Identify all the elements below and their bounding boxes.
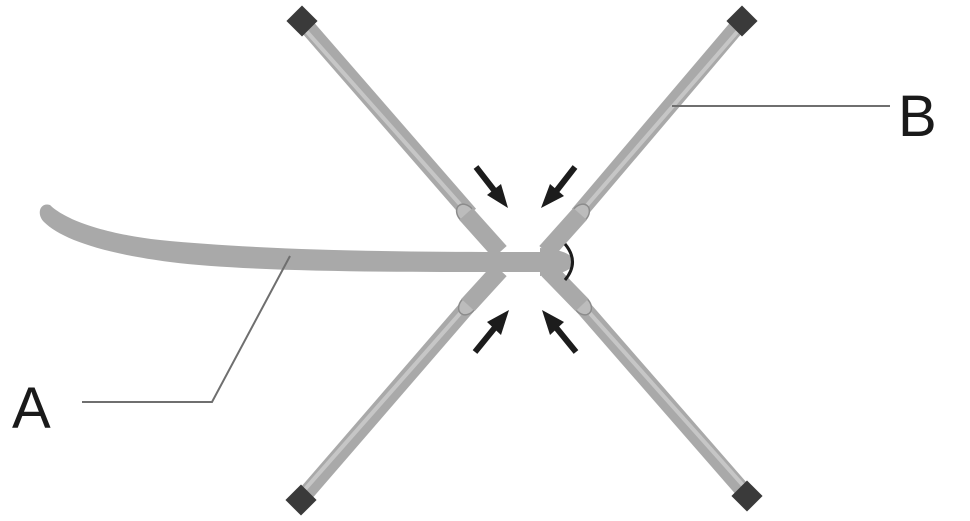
- leader-line-a: [82, 256, 290, 402]
- tube-upper-right: [567, 5, 758, 227]
- inward-arrow-icon: [541, 167, 575, 208]
- inward-arrow-icon: [475, 310, 509, 352]
- inward-arrow-icon: [542, 310, 576, 352]
- label-b: B: [898, 84, 937, 149]
- inward-arrow-icon: [476, 167, 508, 208]
- tube-lower-right: [569, 291, 763, 511]
- label-a: A: [12, 376, 51, 441]
- tube-lower-left: [285, 291, 481, 515]
- tube-upper-left: [286, 5, 479, 227]
